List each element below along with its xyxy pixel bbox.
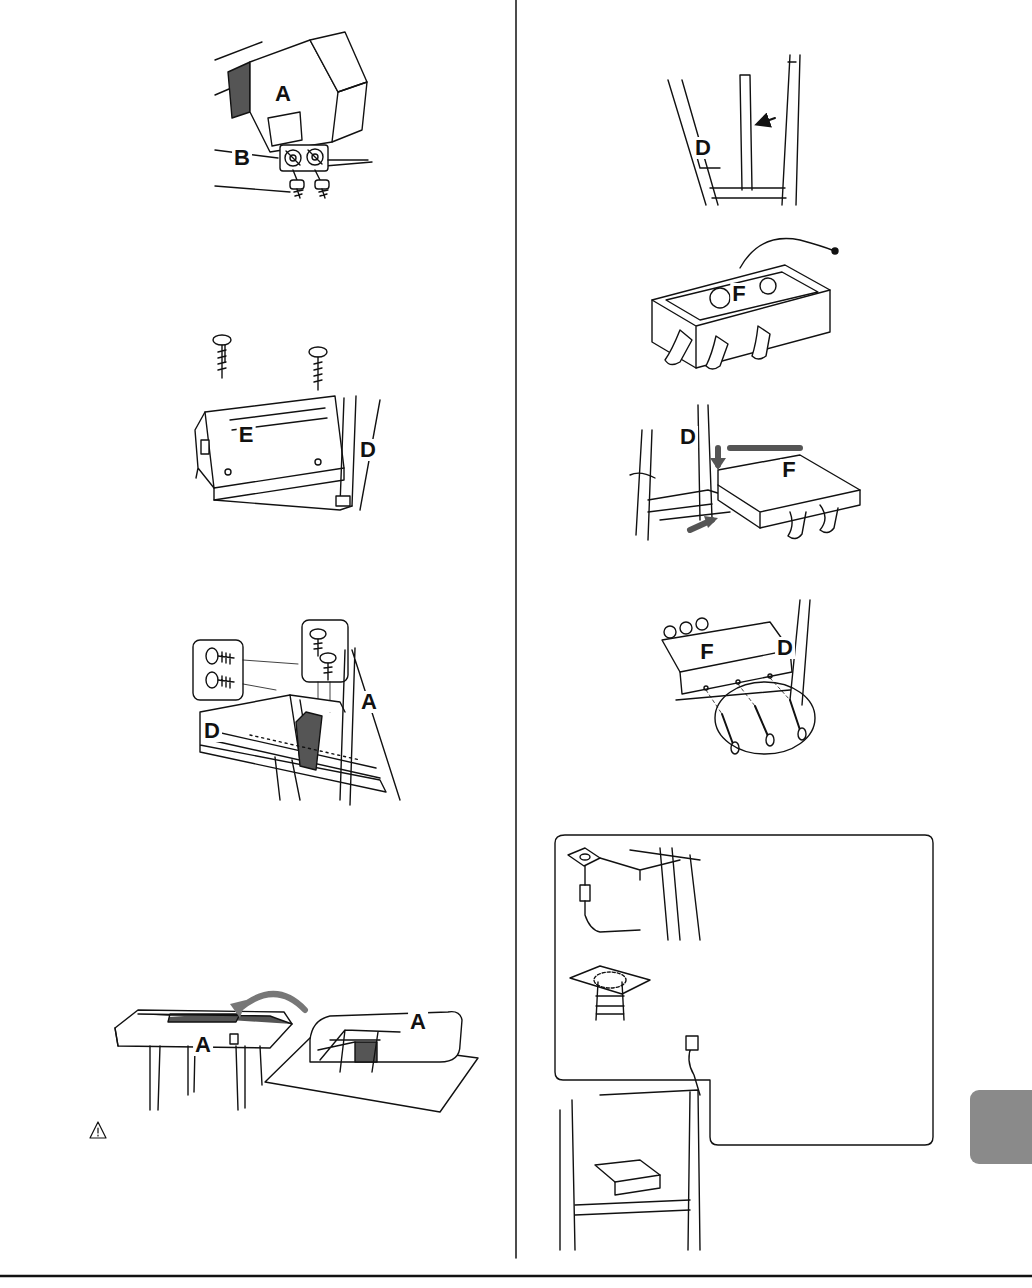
part-letter: E [237, 424, 256, 446]
part-letter: F [698, 641, 715, 663]
part-letter: A [408, 1011, 428, 1033]
part-letter: F [730, 283, 747, 305]
part-letter: D [678, 426, 698, 448]
part-letter: F [780, 459, 797, 481]
part-letter: D [693, 137, 713, 159]
part-letter: D [358, 439, 378, 461]
part-letter: D [202, 720, 222, 742]
part-letter: A [273, 83, 293, 105]
part-letter: B [232, 147, 252, 169]
part-letter: A [193, 1034, 213, 1056]
part-letter: A [359, 691, 379, 713]
part-letter: D [775, 637, 795, 659]
